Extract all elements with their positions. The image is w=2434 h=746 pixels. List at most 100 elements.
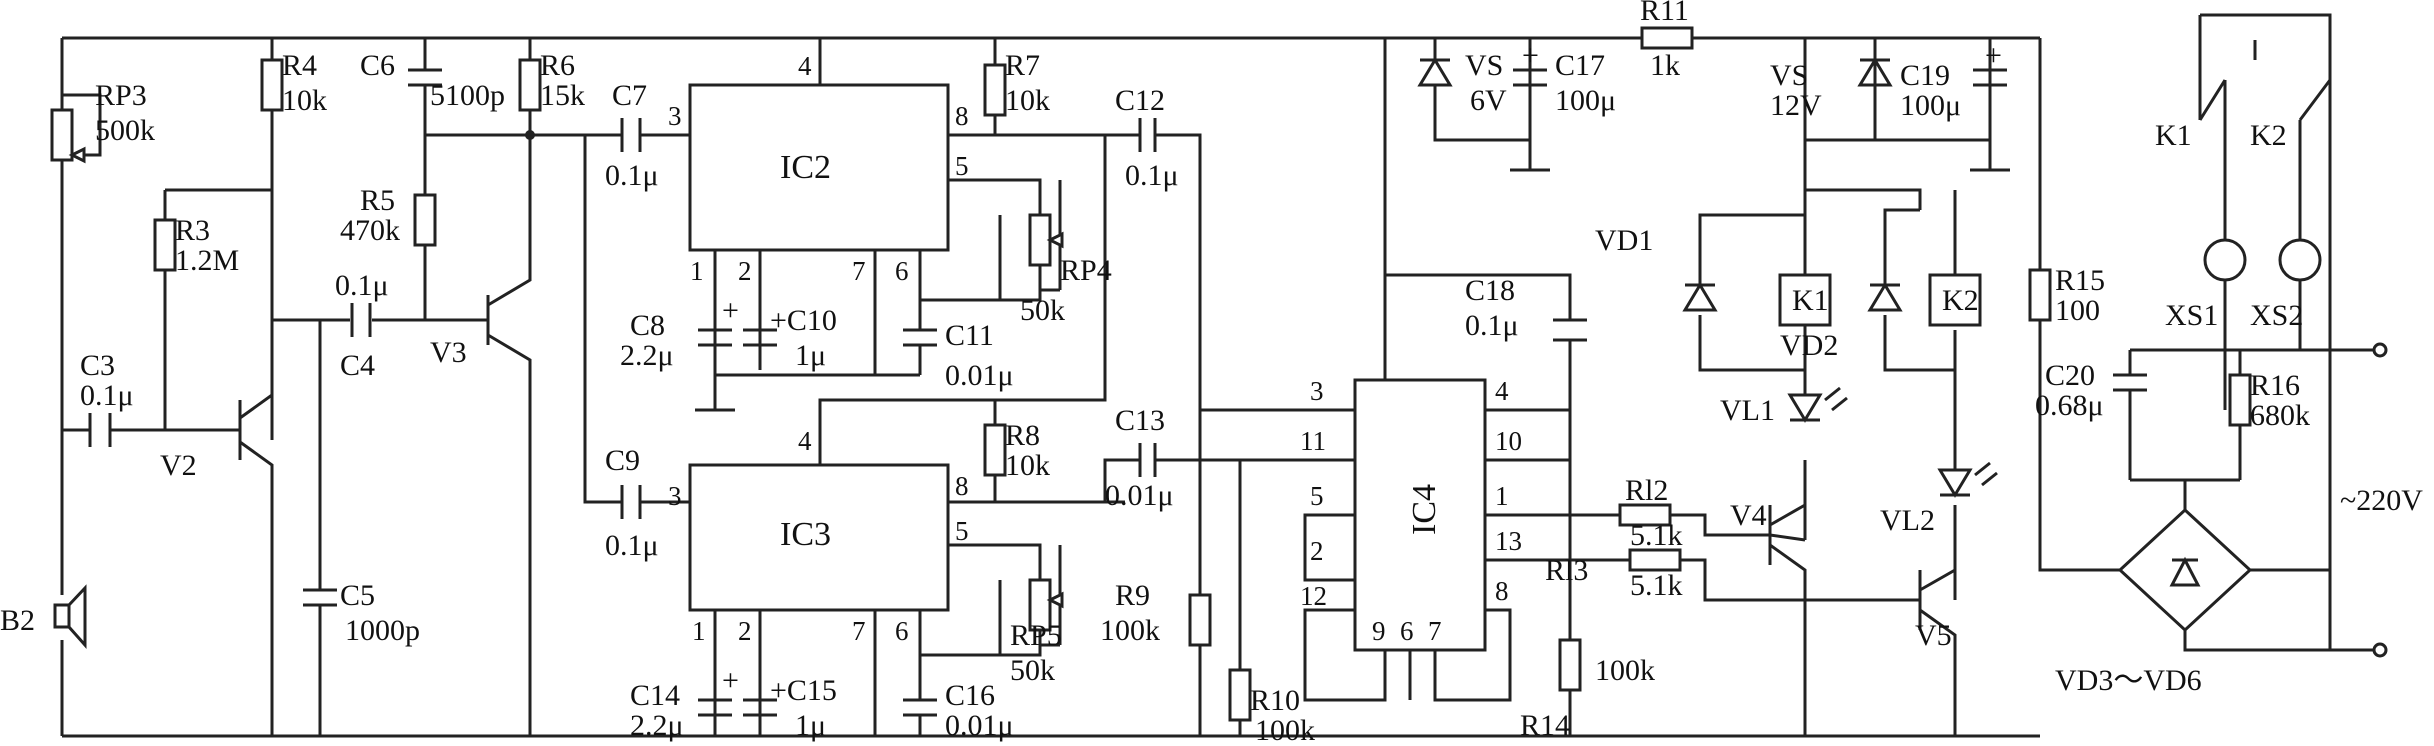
label-c8: C8 [630,309,665,342]
label-c11-val: 0.01μ [945,359,1014,392]
label-ic3: IC3 [780,516,831,553]
pin-ic3-5: 5 [955,516,969,546]
label-c16: C16 [945,679,995,712]
label-c18-val: 0.1μ [1465,309,1519,342]
c12-capacitor [1138,118,1157,152]
rp5-potentiometer [1028,578,1064,632]
pin-ic2-4: 4 [798,51,812,81]
b2-speaker [53,584,87,649]
label-vl2: VL2 [1880,504,1935,537]
c10-capacitor [743,328,777,347]
pin-ic4-6: 6 [1400,616,1414,646]
label-r7-val: 10k [1005,84,1050,117]
label-c10-val: 1μ [795,339,826,372]
r6-resistor [518,58,542,112]
label-c8-val: 2.2μ [620,339,674,372]
wires-ic [713,38,1242,736]
pin-ic3-7: 7 [852,616,866,646]
label-bridge: VD3～VD6 [2055,664,2202,697]
pin-ic3-3: 3 [668,481,682,511]
ac-terminal-bottom [2372,642,2388,658]
label-vs2: VS [1770,59,1808,92]
label-c14-val: 2.2μ [630,709,684,742]
label-v3: V3 [430,336,467,369]
c15-capacitor [743,698,777,717]
r15-resistor [2028,268,2052,322]
label-r16: R16 [2250,369,2300,402]
r4-resistor [260,58,284,112]
pin-ic4-8: 8 [1495,576,1509,606]
pin-ic2-7: 7 [852,256,866,286]
label-rp3: RP3 [95,79,147,112]
vs-12v-zener-diode [1857,38,1893,140]
label-rp5: RP5 [1010,619,1062,652]
r3-resistor [153,218,177,272]
xs2-socket [2278,238,2322,282]
label-r10-val: 100k [1255,714,1315,746]
label-r13: Rl3 [1545,554,1588,587]
label-rp3-val: 500k [95,114,155,147]
label-c20: C20 [2045,359,2095,392]
label-rp4: RP4 [1060,254,1112,287]
label-r6-val: 15k [540,79,585,112]
r16-resistor [2228,373,2252,427]
label-c5: C5 [340,579,375,612]
label-r8-val: 10k [1005,449,1050,482]
c4-capacitor [350,303,372,337]
label-r4: R4 [282,49,317,82]
pin-ic4-3: 3 [1310,376,1324,406]
pin-ic4-13: 13 [1495,526,1522,556]
r10-resistor [1228,668,1252,722]
r13-resistor [1628,548,1682,572]
label-r3: R3 [175,214,210,247]
pin-ic4-1: 1 [1495,481,1509,511]
pin-ic3-8: 8 [955,471,969,501]
label-c13: C13 [1115,404,1165,437]
label-ic4: IC4 [1406,484,1443,535]
ic3-chip [688,463,950,612]
c16-capacitor [903,698,937,717]
k2-relay-coil [1928,273,1982,327]
label-r11-val: 1k [1650,49,1680,82]
label-r12-val: 5.1k [1630,519,1683,552]
c8-capacitor [698,328,732,347]
label-k2-contact: K2 [2250,119,2287,152]
pin-ic4-4: 4 [1495,376,1509,406]
pin-numbers: 4 3 8 5 1 2 7 6 4 3 8 5 1 2 7 6 3 11 5 2… [668,51,1522,646]
label-r15: R15 [2055,264,2105,297]
label-c6: C6 [360,49,395,82]
r14-resistor [1558,638,1582,692]
rp4-potentiometer [1028,213,1064,267]
label-c7: C7 [612,79,647,112]
junction-dot [525,130,535,140]
label-c15-val: 1μ [795,709,826,742]
label-c10: +C10 [770,304,837,337]
ic4-chip [1353,378,1487,652]
pin-ic4-11: 11 [1300,426,1326,456]
pin-ic3-1: 1 [692,616,706,646]
label-c4: C4 [340,349,375,382]
label-r7: R7 [1005,49,1040,82]
plus-c17: + [1522,39,1539,72]
label-c19: C19 [1900,59,1950,92]
pin-ic4-7: 7 [1428,616,1442,646]
label-r11: R11 [1640,0,1689,27]
label-r5: R5 [360,184,395,217]
pin-ic2-8: 8 [955,101,969,131]
pin-ic3-2: 2 [738,616,752,646]
label-c12-val: 0.1μ [1125,159,1179,192]
label-v4: V4 [1730,499,1767,532]
r7-resistor [983,63,1007,117]
c9-capacitor [620,485,642,519]
plus-c19: + [1985,39,2002,72]
label-vd2: VD2 [1780,329,1838,362]
label-vd1: VD1 [1595,224,1653,257]
c19-capacitor [1973,68,2007,87]
pin-ic4-12: 12 [1300,581,1327,611]
label-vs1-val: 6V [1470,84,1507,117]
label-ic2: IC2 [780,149,831,186]
c5-capacitor [303,588,337,607]
label-rp5-val: 50k [1010,654,1055,687]
label-v5: V5 [1915,619,1952,652]
